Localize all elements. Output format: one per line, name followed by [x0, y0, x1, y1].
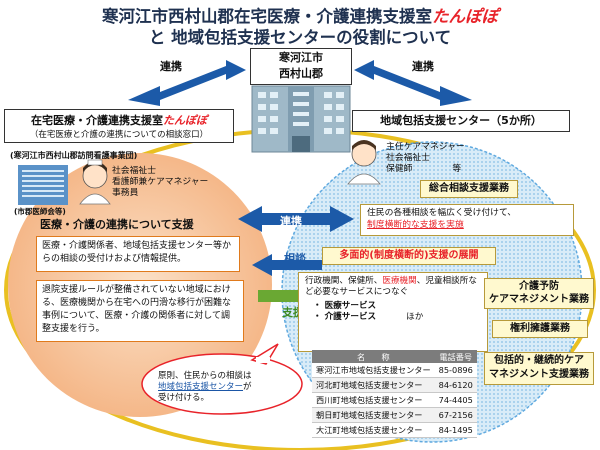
label-renkei-top-left: 連携: [160, 60, 182, 73]
left-header-box: 在宅医療・介護連携支援室たんぽぽ （在宅医療と介護の連携についての相談窓口）: [4, 109, 234, 143]
label-renkei-middle: 連携: [280, 215, 302, 228]
nurse-avatar: [79, 159, 111, 205]
small-building-icon: [18, 165, 68, 205]
title-line-2: と 地域包括支援センターの役割について: [148, 28, 452, 47]
title-line-1: 寒河江市西村山郡在宅医療・介護連携支援室たんぽぽ: [102, 7, 498, 26]
right-staff-list: 主任ケアマネジャー 社会福祉士 保健師等: [386, 142, 465, 174]
side-box-continuous-care: 包括的・継続的ケア マネジメント支援業務: [484, 352, 594, 385]
left-heading: 医療・介護の連携について支援: [40, 218, 194, 231]
general-consult-box: 総合相談支援業務: [420, 180, 518, 198]
side-box-rights: 権利擁護業務: [492, 320, 588, 338]
title-accent: たんぽぽ: [432, 7, 498, 26]
label-consult: 相談: [284, 252, 306, 265]
side-box-care-prevention: 介護予防 ケアマネジメント業務: [484, 278, 594, 309]
service-connect-box: 行政機関、保健所、医療機関、児童相談所など必要なサービスにつなぐ ・ 医療サービ…: [298, 272, 488, 352]
left-staff-list: 社会福祉士 看護師兼ケアマネジャー 事務員: [112, 166, 209, 198]
top-center-box: 寒河江市 西村山郡: [250, 48, 352, 85]
left-box-consult: 医療・介護関係者、地域包括支援センター等からの相談の受付けおよび情報提供。: [36, 236, 240, 272]
doctor-avatar: [347, 140, 381, 185]
callout-link: 地域包括支援センター: [158, 382, 244, 392]
general-consult-desc: 住民の各種相談を幅広く受け付けて、 制度横断的な支援を実施: [360, 204, 574, 236]
arrow-middle: [238, 206, 354, 232]
multi-service-box: 多面的(制度横断的)支援の展開: [322, 247, 496, 265]
label-renkei-top-right: 連携: [412, 60, 434, 73]
phone-table-header: 名 称 電話番号: [312, 350, 477, 363]
arrow-top-right: [354, 60, 472, 106]
arrow-top-left: [128, 60, 246, 106]
right-header-box: 地域包括支援センター（5か所）: [352, 110, 570, 132]
callout-bubble: [141, 353, 303, 415]
left-box-adjust: 退院支援ルールが整備されていない地域における、医療機関から在宅への円滑な移行が困…: [36, 280, 244, 342]
medical-assoc-label: (市郡医師会等): [14, 207, 66, 216]
left-org-label: (寒河江市西村山郡訪問看護事業団): [10, 151, 138, 160]
callout-text: 原則、住民からの相談は 地域包括支援センターが 受け付ける。: [158, 371, 252, 403]
building-icon: [251, 85, 351, 153]
arrow-consult: [252, 254, 322, 276]
